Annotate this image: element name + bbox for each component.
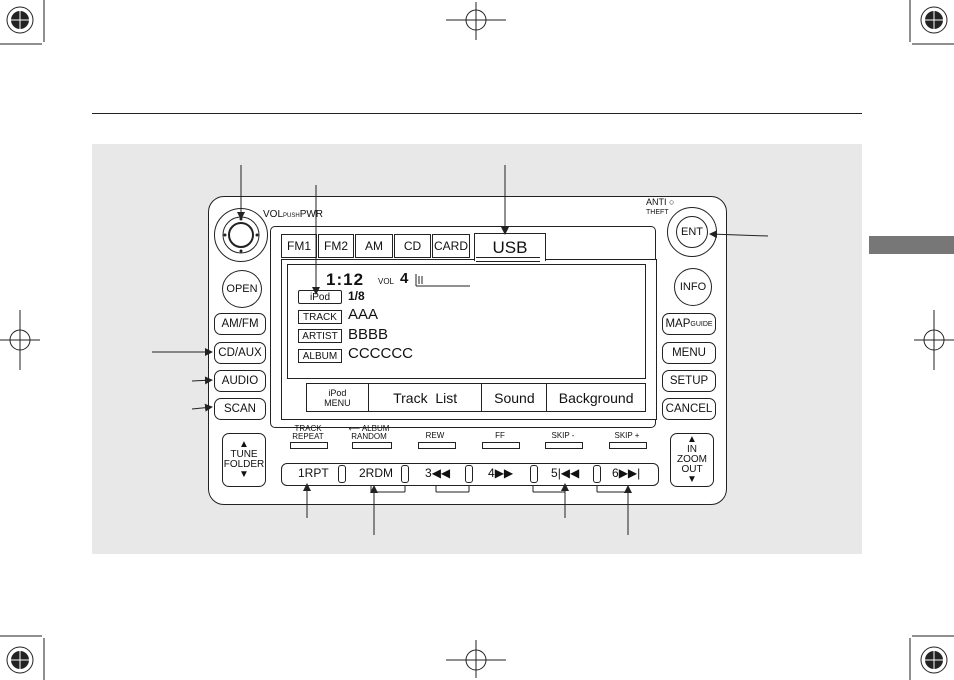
- preset-1-button[interactable]: 1RPT: [298, 466, 329, 480]
- skip-minus-label: SKIP -: [551, 431, 575, 440]
- ent-button[interactable]: ENT: [676, 216, 708, 248]
- preset-divider: [530, 465, 538, 483]
- in-zoom-out-button[interactable]: ▲ IN ZOOM OUT ▼: [670, 433, 714, 487]
- tab-card[interactable]: CARD: [432, 234, 470, 258]
- ent-knob[interactable]: ENT: [667, 207, 717, 257]
- anti-theft-label: ANTI ○THEFT: [646, 197, 675, 217]
- artist-label: ARTIST: [298, 329, 342, 343]
- time-display: 1:12: [326, 270, 365, 289]
- tab-usb[interactable]: USB: [474, 233, 546, 261]
- tab-fm2[interactable]: FM2: [318, 234, 354, 258]
- audio-button[interactable]: AUDIO: [214, 370, 266, 392]
- volume-knob-icon: [222, 216, 260, 254]
- skip-plus-indicator: [609, 442, 647, 449]
- menu-button[interactable]: MENU: [662, 342, 716, 364]
- section-tab: [869, 236, 954, 254]
- vol-push-pwr-label: VOLPUSHPWR: [263, 209, 324, 220]
- track-value: AAA: [348, 306, 379, 323]
- header-rule: [92, 113, 862, 114]
- preset-divider: [401, 465, 409, 483]
- skip-plus-label: SKIP +: [614, 431, 640, 440]
- cancel-button[interactable]: CANCEL: [662, 398, 716, 420]
- corner-target-icon: [6, 6, 948, 674]
- display-area: [287, 264, 646, 379]
- album-random-indicator: [352, 442, 392, 449]
- track-list-key[interactable]: Track List: [369, 384, 483, 411]
- tab-fm1[interactable]: FM1: [281, 234, 317, 258]
- background-key[interactable]: Background: [558, 389, 634, 406]
- volume-bar-icon: [415, 274, 470, 287]
- skip-minus-indicator: [545, 442, 583, 449]
- fast-forward-icon: ▶▶: [494, 466, 514, 480]
- preset-3-button[interactable]: 3◀◀: [425, 466, 451, 480]
- track-label: TRACK: [298, 310, 342, 324]
- track-position: 1/8: [348, 289, 365, 303]
- up-arrow-icon: ▲: [239, 439, 249, 450]
- skip-back-icon: |◀◀: [557, 466, 580, 480]
- rew-indicator: [418, 442, 456, 449]
- down-arrow-icon: ▼: [239, 469, 249, 480]
- artist-value: BBBB: [348, 326, 389, 343]
- volume-knob[interactable]: [214, 208, 268, 262]
- album-label: ALBUM: [298, 349, 342, 363]
- am-fm-button[interactable]: AM/FM: [214, 313, 266, 335]
- source-label: iPod: [298, 290, 342, 304]
- ff-label: FF: [495, 431, 505, 440]
- track-repeat-indicator: [290, 442, 328, 449]
- tab-am[interactable]: AM: [355, 234, 393, 258]
- preset-4-button[interactable]: 4▶▶: [488, 466, 514, 480]
- setup-button[interactable]: SETUP: [662, 370, 716, 392]
- skip-forward-icon: ▶▶|: [618, 466, 641, 480]
- rew-label: REW: [425, 431, 445, 440]
- preset-5-button[interactable]: 5|◀◀: [551, 466, 580, 480]
- sound-key[interactable]: Sound: [482, 384, 548, 411]
- tab-cd[interactable]: CD: [394, 234, 431, 258]
- info-button[interactable]: INFO: [674, 268, 712, 306]
- down-arrow-icon: ▼: [687, 474, 697, 485]
- vol-label: VOL: [378, 277, 395, 286]
- album-value: CCCCCC: [348, 345, 413, 362]
- preset-divider: [465, 465, 473, 483]
- preset-6-button[interactable]: 6▶▶|: [612, 466, 641, 480]
- preset-divider: [593, 465, 601, 483]
- cd-aux-button[interactable]: CD/AUX: [214, 342, 266, 364]
- rewind-icon: ◀◀: [431, 466, 451, 480]
- open-button[interactable]: OPEN: [222, 270, 262, 308]
- scan-button[interactable]: SCAN: [214, 398, 266, 420]
- tune-folder-button[interactable]: ▲ TUNE FOLDER ▼: [222, 433, 266, 487]
- preset-divider: [338, 465, 346, 483]
- preset-2-button[interactable]: 2RDM: [359, 466, 394, 480]
- ff-indicator: [482, 442, 520, 449]
- usb-indicator: [476, 257, 540, 262]
- vol-value: 4: [400, 270, 409, 287]
- up-arrow-icon: ▲: [687, 434, 697, 445]
